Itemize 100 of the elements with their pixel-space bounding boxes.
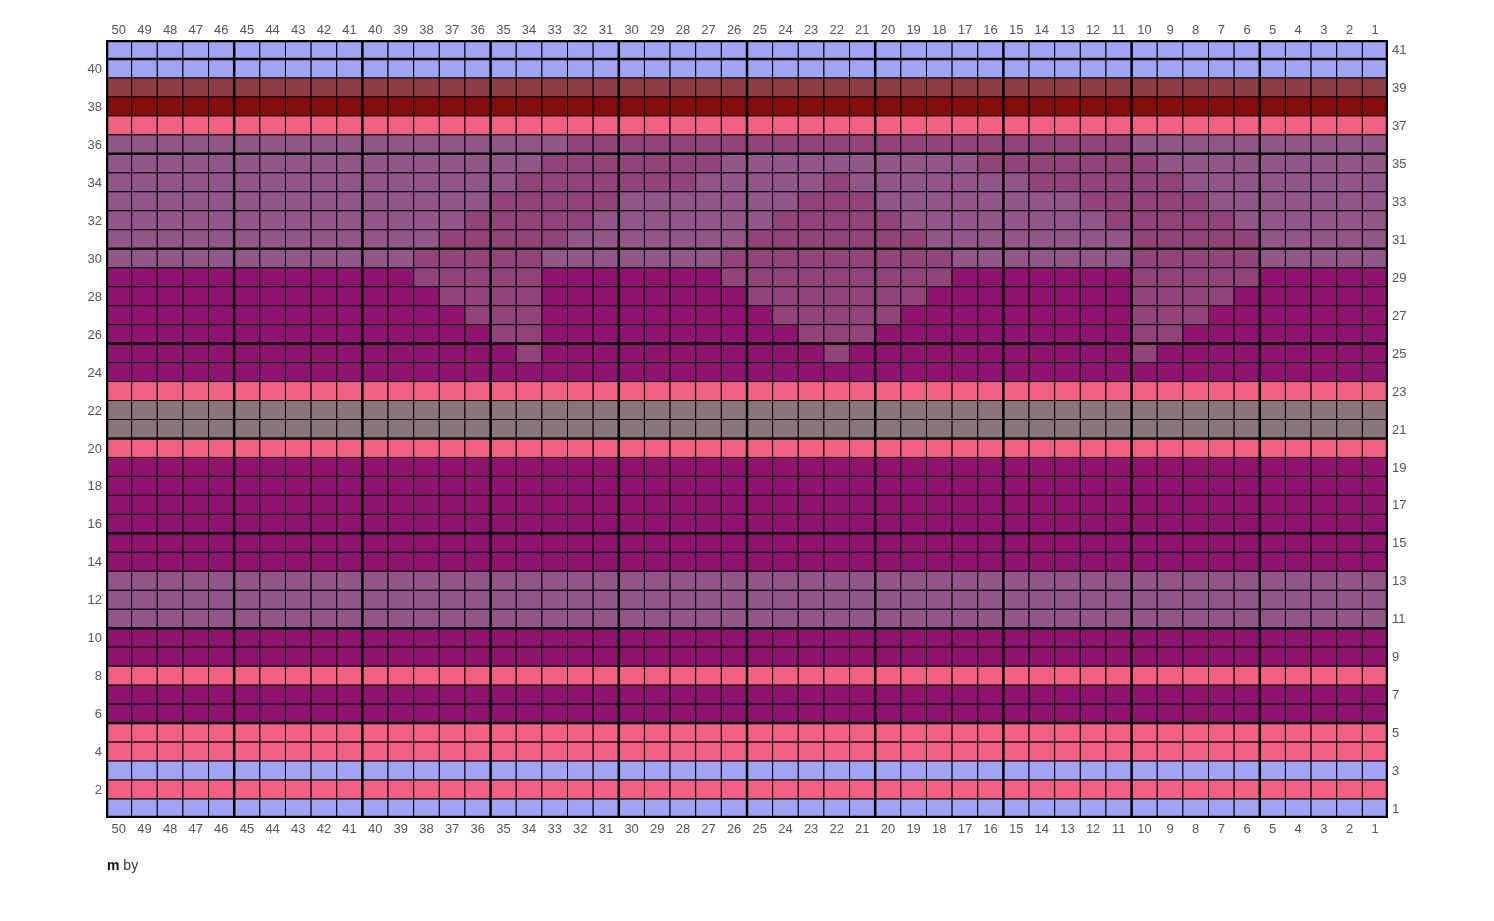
column-number: 37 bbox=[444, 22, 460, 37]
column-number: 12 bbox=[1085, 22, 1101, 37]
column-number: 5 bbox=[1269, 821, 1277, 836]
column-number: 7 bbox=[1217, 821, 1225, 836]
row-number: 17 bbox=[1392, 497, 1407, 513]
column-number: 47 bbox=[188, 22, 203, 37]
column-number: 11 bbox=[1112, 821, 1126, 836]
column-number: 12 bbox=[1085, 821, 1101, 836]
column-number: 8 bbox=[1192, 22, 1200, 37]
row-number: 9 bbox=[1392, 649, 1400, 665]
column-number: 29 bbox=[650, 22, 665, 37]
column-number: 2 bbox=[1345, 22, 1354, 37]
row-number: 22 bbox=[87, 402, 102, 418]
row-number: 23 bbox=[1392, 383, 1407, 399]
column-number: 34 bbox=[521, 821, 537, 836]
column-number: 41 bbox=[342, 22, 357, 37]
column-number: 42 bbox=[316, 821, 332, 836]
row-number: 10 bbox=[87, 630, 102, 646]
row-number: 13 bbox=[1392, 573, 1407, 589]
row-number: 40 bbox=[87, 61, 102, 76]
row-number: 2 bbox=[94, 782, 103, 797]
row-number: 37 bbox=[1392, 117, 1407, 133]
column-number: 48 bbox=[162, 22, 178, 37]
column-number: 5 bbox=[1269, 22, 1277, 37]
column-number: 36 bbox=[470, 22, 485, 37]
column-number: 40 bbox=[368, 22, 383, 37]
column-number: 40 bbox=[368, 821, 383, 836]
column-number: 43 bbox=[291, 821, 306, 836]
column-number: 31 bbox=[598, 22, 614, 37]
column-number: 16 bbox=[983, 821, 998, 836]
column-number: 9 bbox=[1166, 22, 1174, 37]
chart-title: m by bbox=[107, 857, 139, 874]
column-number: 7 bbox=[1217, 22, 1225, 37]
row-number: 41 bbox=[1392, 42, 1407, 57]
column-number: 38 bbox=[419, 22, 434, 37]
column-number: 46 bbox=[214, 22, 229, 37]
row-number: 15 bbox=[1392, 535, 1407, 551]
column-number: 14 bbox=[1034, 22, 1050, 37]
row-number: 1 bbox=[1392, 801, 1400, 816]
column-number: 20 bbox=[880, 821, 896, 836]
column-number: 29 bbox=[650, 821, 665, 836]
column-number: 30 bbox=[624, 22, 639, 37]
row-number: 7 bbox=[1392, 687, 1400, 703]
column-number: 13 bbox=[1060, 821, 1075, 836]
column-number: 38 bbox=[419, 821, 434, 836]
row-number: 11 bbox=[1392, 611, 1406, 627]
row-number: 36 bbox=[87, 136, 102, 152]
column-number: 49 bbox=[137, 22, 152, 37]
column-number: 37 bbox=[444, 821, 460, 836]
column-number: 30 bbox=[624, 821, 639, 836]
column-number: 26 bbox=[726, 821, 742, 836]
column-number: 19 bbox=[906, 821, 921, 836]
row-number: 25 bbox=[1392, 345, 1407, 361]
column-number: 50 bbox=[111, 22, 127, 37]
row-number: 34 bbox=[87, 174, 102, 190]
column-number: 9 bbox=[1166, 821, 1174, 836]
column-number: 32 bbox=[573, 821, 588, 836]
column-number: 35 bbox=[496, 821, 511, 836]
row-number: 4 bbox=[94, 744, 103, 760]
column-number: 42 bbox=[316, 22, 332, 37]
column-number: 4 bbox=[1294, 821, 1302, 836]
column-number: 16 bbox=[983, 22, 998, 37]
column-number: 18 bbox=[932, 821, 947, 836]
column-number: 45 bbox=[239, 821, 255, 836]
row-number: 14 bbox=[87, 554, 102, 570]
column-number: 17 bbox=[957, 22, 973, 37]
column-number: 8 bbox=[1192, 821, 1200, 836]
column-number: 39 bbox=[393, 821, 409, 836]
column-number: 41 bbox=[342, 821, 357, 836]
column-number: 28 bbox=[675, 821, 691, 836]
column-number: 11 bbox=[1112, 22, 1126, 37]
column-number: 22 bbox=[829, 821, 844, 836]
column-number: 15 bbox=[1009, 821, 1024, 836]
column-number: 25 bbox=[752, 22, 768, 37]
column-number: 23 bbox=[803, 821, 819, 836]
column-number: 33 bbox=[547, 22, 562, 37]
column-number: 28 bbox=[675, 22, 691, 37]
column-number: 1 bbox=[1371, 821, 1379, 836]
column-number: 44 bbox=[265, 821, 280, 836]
row-number: 39 bbox=[1392, 79, 1407, 95]
column-number: 17 bbox=[957, 821, 973, 836]
row-number: 33 bbox=[1392, 193, 1407, 209]
column-number: 13 bbox=[1060, 22, 1075, 37]
column-number: 27 bbox=[701, 22, 716, 37]
column-number: 50 bbox=[111, 821, 127, 836]
column-number: 43 bbox=[291, 22, 306, 37]
column-number: 3 bbox=[1320, 22, 1328, 37]
column-number: 33 bbox=[547, 821, 562, 836]
column-number: 24 bbox=[778, 821, 793, 836]
row-number: 19 bbox=[1392, 459, 1407, 475]
column-number: 10 bbox=[1137, 22, 1152, 37]
row-number: 6 bbox=[94, 706, 103, 722]
column-number: 1 bbox=[1371, 22, 1379, 37]
row-number: 27 bbox=[1392, 307, 1407, 323]
column-number: 20 bbox=[880, 22, 896, 37]
column-number: 24 bbox=[778, 22, 793, 37]
column-number: 32 bbox=[573, 22, 588, 37]
column-number: 36 bbox=[470, 821, 485, 836]
column-number: 22 bbox=[829, 22, 844, 37]
column-number: 10 bbox=[1137, 821, 1152, 836]
